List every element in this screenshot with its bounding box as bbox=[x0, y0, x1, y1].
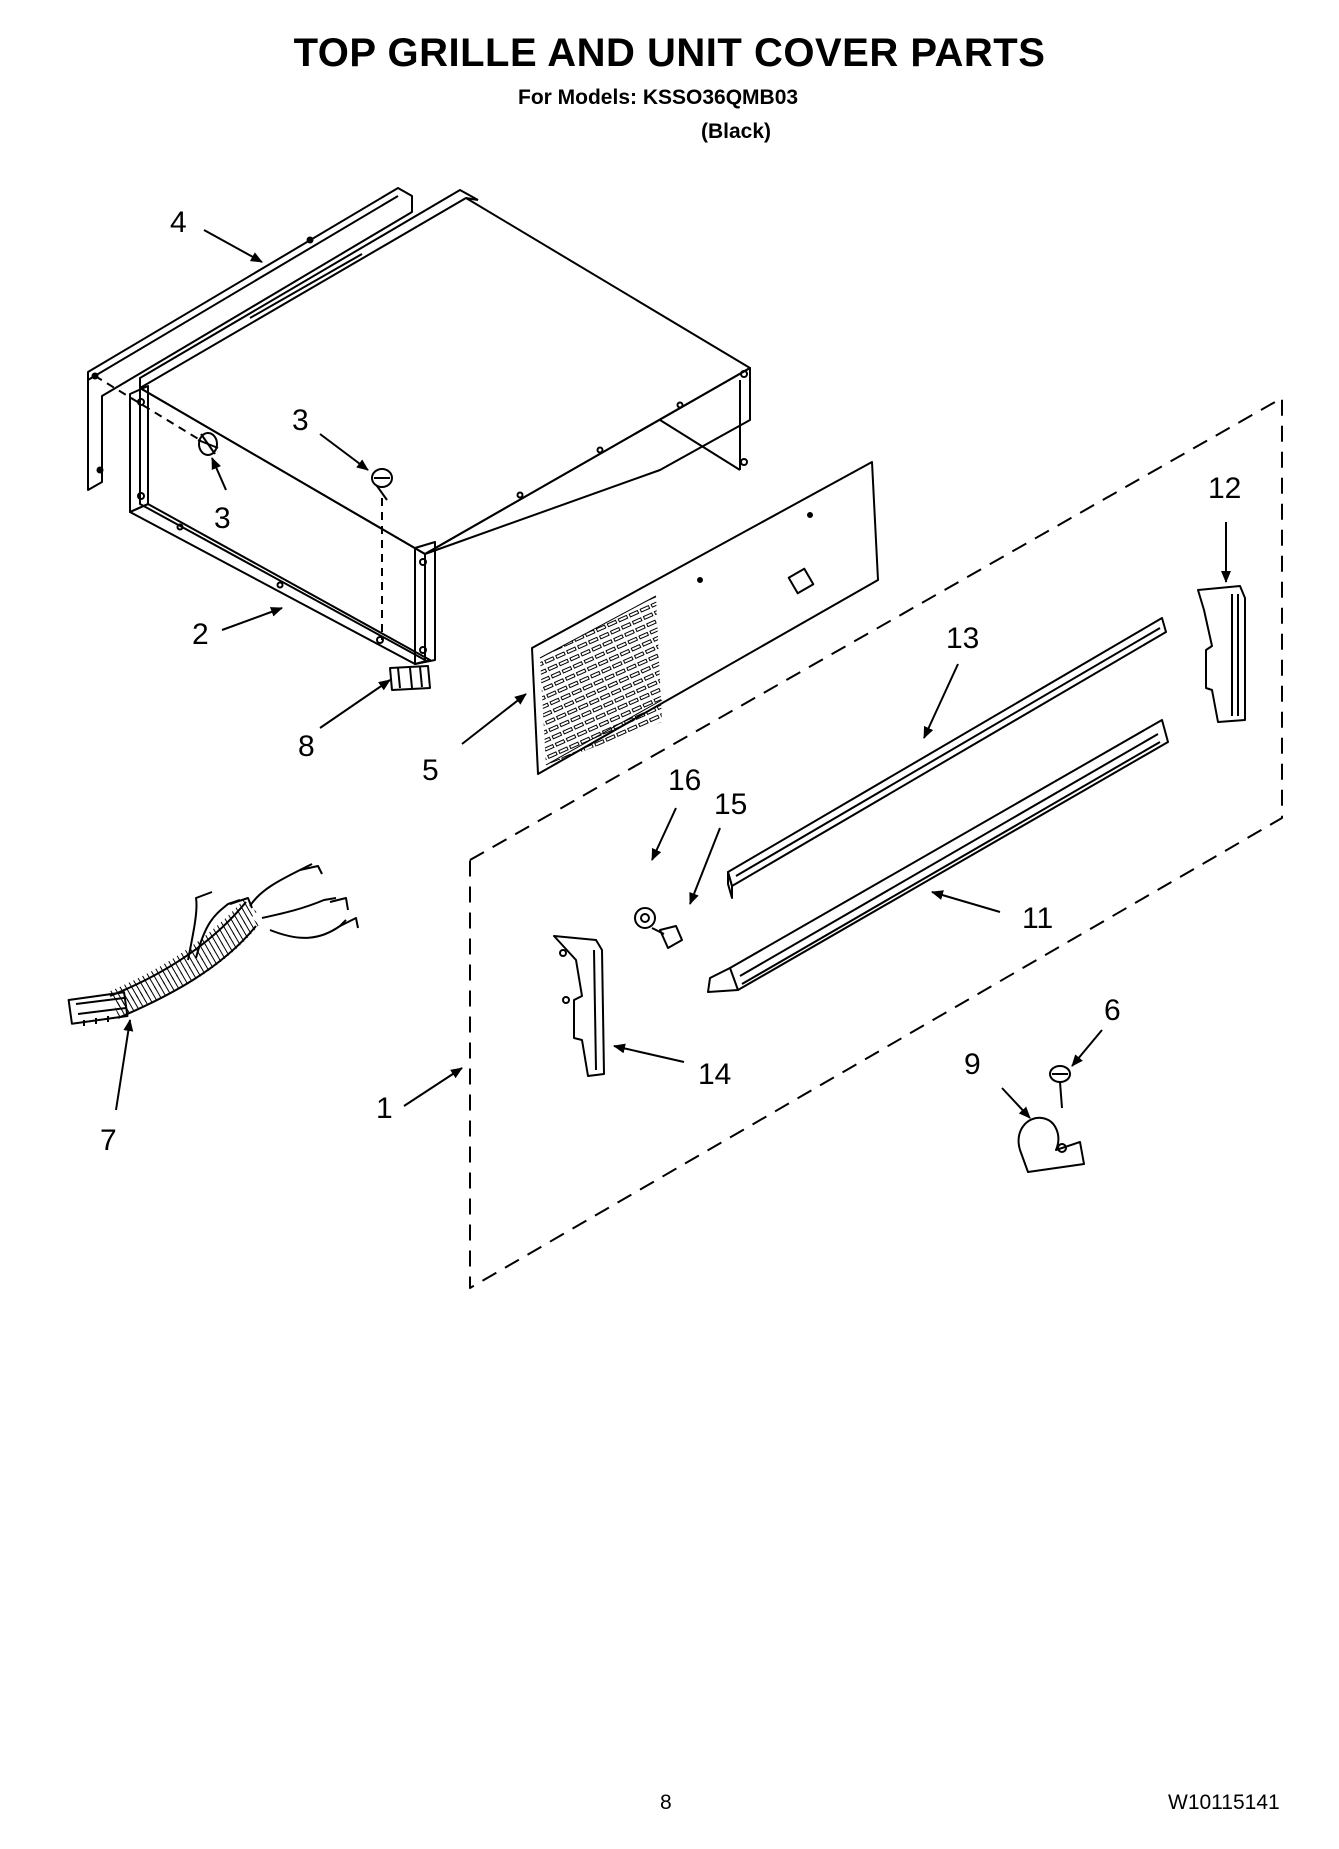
callout-3-left: 3 bbox=[214, 502, 231, 535]
part-1-group-outline bbox=[469, 397, 1283, 1289]
leader-16 bbox=[651, 807, 677, 861]
leader-5 bbox=[461, 693, 527, 745]
models-line: For Models: KSSO36QMB03 bbox=[518, 86, 799, 109]
part-9-clamp bbox=[1017, 1116, 1085, 1173]
part-16-grommet bbox=[634, 907, 656, 929]
leader-3-top bbox=[319, 433, 369, 471]
callout-3-top: 3 bbox=[292, 404, 309, 437]
part-13-upper-rail bbox=[727, 617, 1167, 899]
callout-4: 4 bbox=[170, 206, 187, 239]
part-6-screw bbox=[1049, 1065, 1071, 1109]
callout-8: 8 bbox=[298, 730, 315, 763]
callout-15: 15 bbox=[714, 788, 747, 821]
leader-9 bbox=[1001, 1087, 1031, 1119]
leader-8 bbox=[319, 679, 391, 729]
part-4-rear-flange bbox=[87, 187, 413, 491]
callout-2: 2 bbox=[192, 618, 209, 651]
part-2-unit-cover bbox=[94, 189, 751, 665]
part-7-wire-harness bbox=[67, 863, 359, 1026]
callout-11: 11 bbox=[1022, 902, 1053, 935]
part-3-screw-left bbox=[197, 432, 219, 456]
callout-16: 16 bbox=[668, 764, 701, 797]
document-number: W10115141 bbox=[1168, 1791, 1280, 1814]
callout-7: 7 bbox=[100, 1124, 117, 1157]
callout-6: 6 bbox=[1104, 994, 1121, 1027]
leader-15 bbox=[689, 827, 721, 905]
leader-14 bbox=[613, 1043, 685, 1063]
color-line: (Black) bbox=[701, 120, 772, 143]
leader-2 bbox=[221, 607, 283, 631]
leader-3-left bbox=[211, 457, 227, 491]
page-number: 8 bbox=[660, 1791, 672, 1814]
part-5-grille-panel bbox=[531, 461, 879, 775]
leader-6 bbox=[1071, 1029, 1103, 1067]
leader-4 bbox=[203, 229, 263, 263]
part-3-screw-top bbox=[371, 468, 393, 501]
callout-1: 1 bbox=[376, 1092, 393, 1125]
callout-9: 9 bbox=[964, 1048, 981, 1081]
leader-13 bbox=[923, 663, 959, 739]
part-12-bracket bbox=[1197, 585, 1246, 723]
callout-14: 14 bbox=[698, 1058, 731, 1091]
page-title: TOP GRILLE AND UNIT COVER PARTS bbox=[293, 31, 1046, 75]
callout-5: 5 bbox=[422, 754, 439, 787]
part-8-clip bbox=[389, 665, 431, 691]
part-14-bracket bbox=[553, 935, 605, 1077]
part-11-lower-rail bbox=[707, 719, 1169, 993]
leader-1 bbox=[403, 1067, 463, 1107]
page-header: TOP GRILLE AND UNIT COVER PARTS bbox=[0, 30, 1339, 76]
part-15-pin bbox=[651, 925, 683, 949]
leader-7 bbox=[115, 1019, 134, 1111]
callout-12: 12 bbox=[1208, 472, 1241, 505]
leader-11 bbox=[931, 890, 1001, 913]
callout-13: 13 bbox=[946, 622, 979, 655]
